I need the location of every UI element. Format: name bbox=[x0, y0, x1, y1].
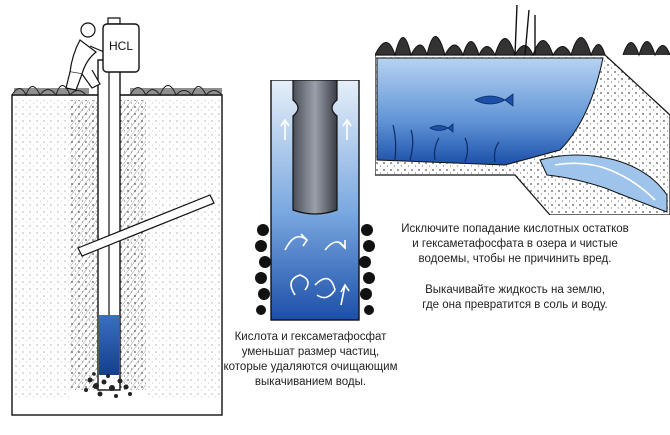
lateral-pipe bbox=[77, 194, 215, 257]
inner-pipe bbox=[292, 80, 338, 215]
flow-arrows bbox=[280, 118, 352, 306]
caption-avoid-lakes: Исключите попадание кислотных остатков и… bbox=[401, 223, 629, 265]
runoff-stream bbox=[539, 154, 668, 213]
gravel-side-left bbox=[255, 224, 271, 315]
fish-small-icon bbox=[429, 123, 454, 133]
lake-scene-diagram bbox=[375, 4, 670, 215]
caption-pump-out: Выкачивайте жидкость на землю, где она п… bbox=[422, 284, 608, 311]
shore-grass bbox=[375, 4, 670, 57]
gravel-bottom bbox=[84, 372, 132, 398]
well-water bbox=[99, 315, 119, 375]
tank-label: HCL bbox=[109, 39, 133, 53]
fish-icon bbox=[474, 93, 514, 107]
lakebed-weeds bbox=[392, 124, 500, 163]
gravel-side-right bbox=[359, 224, 375, 315]
hcl-tank: HCL bbox=[102, 17, 140, 73]
lake-water bbox=[376, 57, 604, 166]
casing-closeup-diagram bbox=[255, 80, 375, 321]
caption-particles: Кислота и гексаметафосфат уменьшат разме… bbox=[223, 331, 398, 388]
worker-figure bbox=[65, 22, 105, 91]
well-cross-section-diagram: HCL bbox=[11, 17, 223, 416]
